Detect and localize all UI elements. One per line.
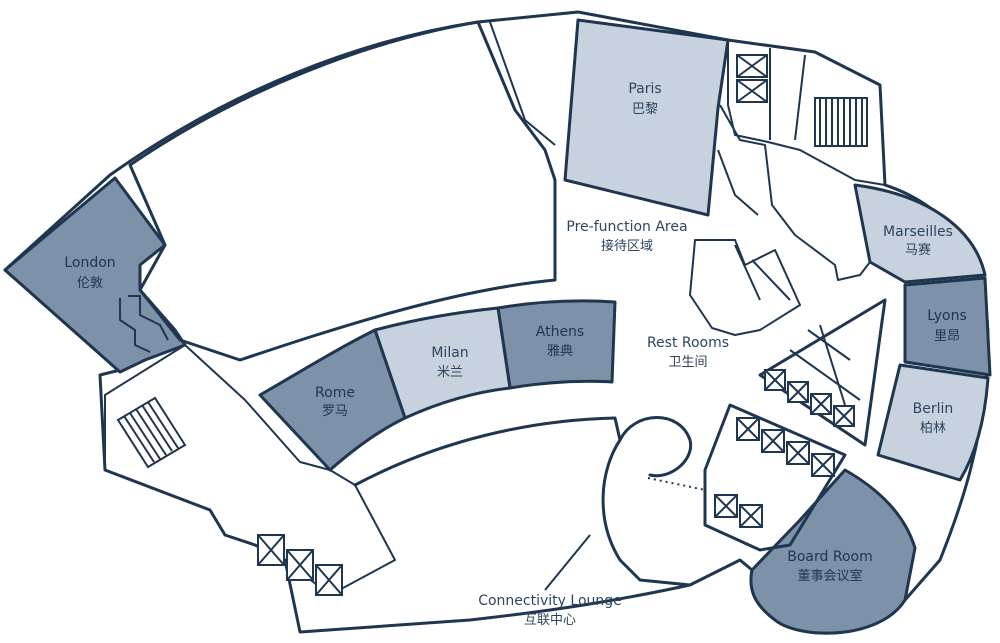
label-athens: Athens bbox=[536, 324, 584, 340]
service-core-top bbox=[727, 39, 886, 186]
service-core-divider bbox=[769, 48, 806, 141]
lounge-callout-line bbox=[544, 534, 591, 591]
room-london[interactable] bbox=[3, 176, 187, 374]
stairs-icon bbox=[116, 396, 187, 469]
label-marseilles-cn: 马赛 bbox=[905, 242, 931, 258]
label-restrooms-cn: 卫生间 bbox=[668, 355, 707, 370]
label-athens-cn: 雅典 bbox=[547, 344, 573, 359]
washroom-partitions bbox=[789, 324, 861, 406]
lift-cross bbox=[736, 54, 768, 78]
lower-core-fixtures bbox=[714, 417, 835, 528]
lower-lifts bbox=[257, 534, 343, 596]
label-milan-cn: 米兰 bbox=[437, 365, 463, 380]
corridor-wall bbox=[717, 104, 871, 281]
room-berlin[interactable] bbox=[876, 363, 990, 482]
lounge-pod bbox=[618, 416, 693, 478]
restroom-block bbox=[689, 239, 801, 336]
label-berlin-cn: 柏林 bbox=[920, 421, 946, 436]
room-board[interactable] bbox=[749, 468, 917, 635]
label-lyons-cn: 里昂 bbox=[934, 329, 960, 344]
label-lounge: Connectivity Lounge bbox=[478, 593, 622, 609]
label-rome: Rome bbox=[315, 385, 355, 401]
room-rome[interactable] bbox=[258, 328, 407, 472]
label-paris-cn: 巴黎 bbox=[632, 102, 658, 117]
lounge-curve bbox=[353, 416, 692, 587]
label-prefunction-cn: 接待区域 bbox=[601, 238, 653, 254]
room-marseilles[interactable] bbox=[853, 183, 987, 284]
label-prefunction: Pre-function Area bbox=[566, 219, 687, 235]
room-milan[interactable] bbox=[373, 306, 512, 420]
hall-outline bbox=[128, 20, 557, 362]
stairs-icon bbox=[814, 97, 868, 147]
label-berlin: Berlin bbox=[913, 401, 954, 417]
lounge-dotted-line bbox=[647, 477, 706, 491]
label-marseilles: Marseilles bbox=[883, 224, 953, 240]
london-inner-wall bbox=[119, 295, 169, 353]
label-board-room: Board Room bbox=[787, 549, 872, 565]
label-rome-cn: 罗马 bbox=[322, 404, 348, 419]
room-paris[interactable] bbox=[563, 18, 730, 217]
label-board-room-cn: 董事会议室 bbox=[797, 568, 862, 584]
label-lounge-cn: 互联中心 bbox=[524, 613, 576, 628]
lower-left-wall bbox=[104, 344, 396, 596]
label-milan: Milan bbox=[431, 345, 468, 361]
label-paris: Paris bbox=[628, 81, 661, 97]
label-london-cn: 伦敦 bbox=[77, 275, 103, 291]
label-london: London bbox=[64, 255, 115, 271]
washroom-fixtures bbox=[764, 369, 855, 427]
lift-cross bbox=[736, 79, 768, 103]
lower-core bbox=[703, 403, 847, 552]
hall-inner-wall bbox=[489, 21, 556, 146]
label-lyons: Lyons bbox=[927, 308, 967, 324]
label-restrooms: Rest Rooms bbox=[647, 335, 729, 351]
room-lyons[interactable] bbox=[903, 276, 992, 377]
room-athens[interactable] bbox=[496, 299, 617, 390]
